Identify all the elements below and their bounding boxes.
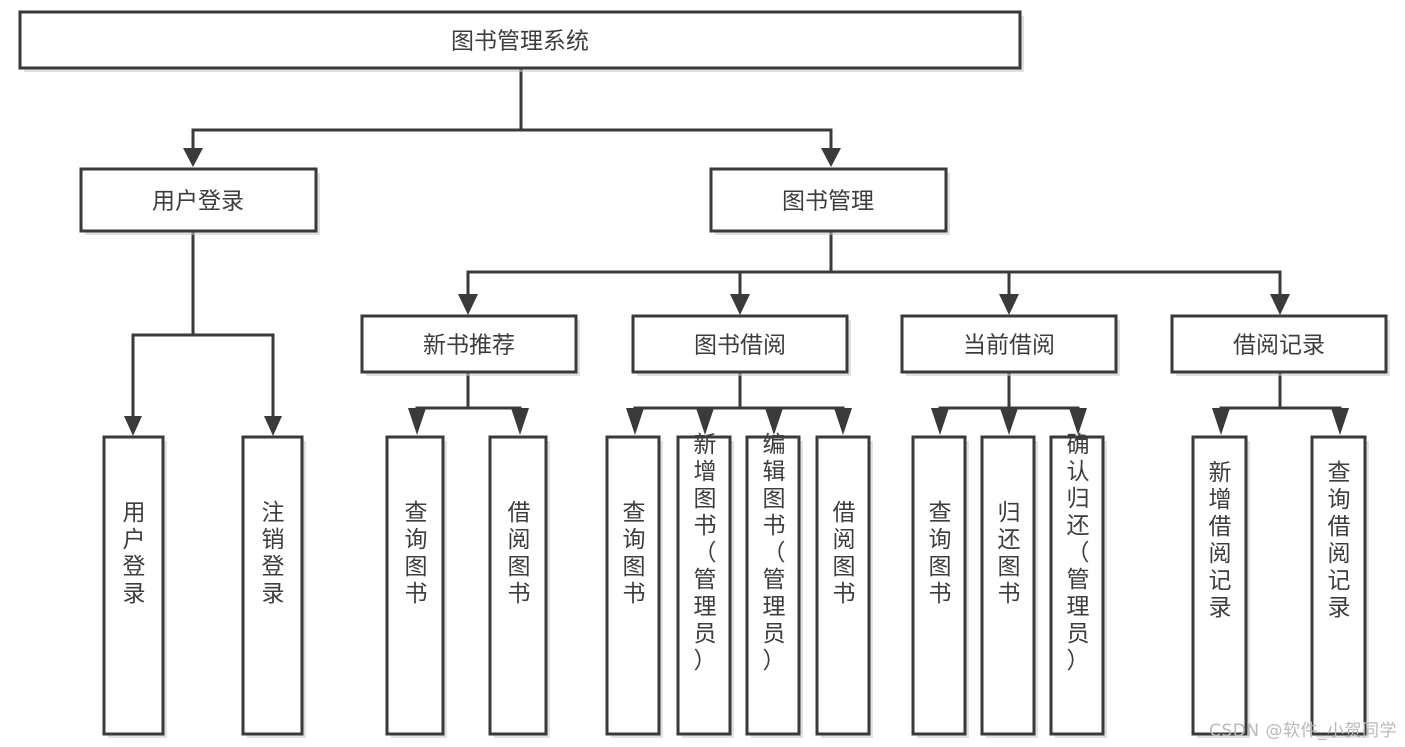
leaf-book-borrow-2-box <box>676 435 732 736</box>
leaf-borrow-record-1[interactable]: 新增借阅记录 <box>1191 435 1250 738</box>
arrowhead-leaf-new-book-1 <box>408 408 426 435</box>
leaf-book-borrow-3-label: 编辑图书（管理员） <box>763 432 786 674</box>
leaf-current-borrow-3-box <box>1049 435 1105 736</box>
leaf-book-borrow-4[interactable]: 借阅图书 <box>815 435 873 738</box>
leaf-book-borrow-3[interactable]: 编辑图书（管理员） <box>745 432 803 738</box>
arrowhead-leaf-new-book-2 <box>511 408 529 435</box>
node-book-management[interactable]: 图书管理 <box>709 167 950 235</box>
leaf-new-book-1-label: 查询图书 <box>405 500 428 607</box>
new-book-recommend-label: 新书推荐 <box>423 333 515 359</box>
book-borrow-label: 图书借阅 <box>694 333 786 359</box>
leaf-current-borrow-2-label: 归还图书 <box>998 500 1021 607</box>
leaf-new-book-1-box <box>385 435 445 736</box>
leaf-borrow-record-1-label: 新增借阅记录 <box>1209 460 1232 621</box>
book-borrow-box <box>631 314 849 374</box>
leaf-book-borrow-1[interactable]: 查询图书 <box>605 435 663 738</box>
leaf-book-borrow-2-label: 新增图书（管理员） <box>694 432 717 674</box>
leaf-current-borrow-2-box <box>980 435 1036 736</box>
arrowhead-user-login <box>183 148 203 167</box>
arrowhead-new-book <box>458 294 478 315</box>
leaf-user-login-2[interactable]: 注销登录 <box>241 435 306 738</box>
arrowhead-leaf-user-login-1 <box>124 416 142 436</box>
new-book-recommend-box <box>360 314 578 374</box>
leaf-current-borrow-1-box <box>911 435 967 736</box>
current-borrow-label: 当前借阅 <box>963 333 1055 359</box>
arrowhead-book-borrow <box>730 294 750 315</box>
leaf-current-borrow-2[interactable]: 归还图书 <box>980 435 1038 738</box>
arrowhead-leaf-book-borrow-3 <box>765 408 783 435</box>
leaf-new-book-2[interactable]: 借阅图书 <box>488 435 550 738</box>
root-label: 图书管理系统 <box>451 29 589 55</box>
leaf-borrow-record-1-box <box>1191 435 1248 736</box>
leaf-borrow-record-2[interactable]: 查询借阅记录 <box>1310 435 1369 738</box>
leaf-borrow-record-2-box <box>1310 435 1367 736</box>
book-management-box <box>709 167 948 233</box>
leaf-current-borrow-1[interactable]: 查询图书 <box>911 435 969 738</box>
arrowhead-book-mgmt <box>821 148 841 167</box>
arrowhead-leaf-book-borrow-4 <box>834 408 852 435</box>
node-book-borrow[interactable]: 图书借阅 <box>631 314 851 376</box>
leaf-book-borrow-4-box <box>815 435 871 736</box>
leaf-book-borrow-1-box <box>605 435 661 736</box>
leaf-borrow-record-2-label: 查询借阅记录 <box>1328 460 1351 621</box>
arrowhead-borrow-record <box>1270 294 1290 315</box>
leaf-book-borrow-4-label: 借阅图书 <box>833 500 856 607</box>
node-current-borrow[interactable]: 当前借阅 <box>900 314 1120 376</box>
leaf-book-borrow-1-label: 查询图书 <box>623 500 646 607</box>
arrowhead-leaf-current-borrow-3 <box>1069 408 1087 435</box>
leaf-current-borrow-1-label: 查询图书 <box>929 500 952 607</box>
leaf-new-book-2-label: 借阅图书 <box>508 500 531 607</box>
arrowhead-leaf-borrow-record-2 <box>1331 408 1349 435</box>
arrowhead-leaf-borrow-record-1 <box>1212 408 1230 435</box>
book-management-label: 图书管理 <box>782 189 874 215</box>
user-login-label: 用户登录 <box>152 189 244 215</box>
root-box <box>18 10 1022 70</box>
leaf-user-login-2-label: 注销登录 <box>262 500 285 607</box>
leaf-user-login-1-label: 用户登录 <box>123 500 146 607</box>
leaf-user-login-1[interactable]: 用户登录 <box>102 435 167 738</box>
leaf-user-login-1-box <box>102 435 165 736</box>
user-login-box <box>79 167 318 233</box>
leaf-current-borrow-3[interactable]: 确认归还（管理员） <box>1049 432 1107 738</box>
arrowhead-leaf-current-borrow-1 <box>931 408 949 435</box>
node-user-login[interactable]: 用户登录 <box>79 167 320 235</box>
leaf-new-book-1[interactable]: 查询图书 <box>385 435 447 738</box>
leaf-book-borrow-2[interactable]: 新增图书（管理员） <box>676 432 734 738</box>
arrowhead-leaf-book-borrow-1 <box>626 408 644 435</box>
current-borrow-box <box>900 314 1118 374</box>
leaf-new-book-2-box <box>488 435 548 736</box>
node-borrow-record[interactable]: 借阅记录 <box>1170 314 1390 376</box>
leaf-user-login-2-box <box>241 435 304 736</box>
connector-group <box>124 66 1349 436</box>
leaf-book-borrow-3-box <box>745 435 801 736</box>
leaf-current-borrow-3-label: 确认归还（管理员） <box>1067 432 1090 674</box>
node-root[interactable]: 图书管理系统 <box>18 10 1024 72</box>
arrowhead-leaf-user-login-2 <box>264 416 282 436</box>
node-new-book-recommend[interactable]: 新书推荐 <box>360 314 580 376</box>
arrowhead-leaf-book-borrow-2 <box>696 408 714 435</box>
arrowhead-current-borrow <box>999 294 1019 315</box>
arrowhead-leaf-current-borrow-2 <box>1000 408 1018 435</box>
borrow-record-box <box>1170 314 1388 374</box>
csdn-watermark: CSDN @软件_小贺同学 <box>1209 721 1397 741</box>
borrow-record-label: 借阅记录 <box>1233 333 1325 359</box>
